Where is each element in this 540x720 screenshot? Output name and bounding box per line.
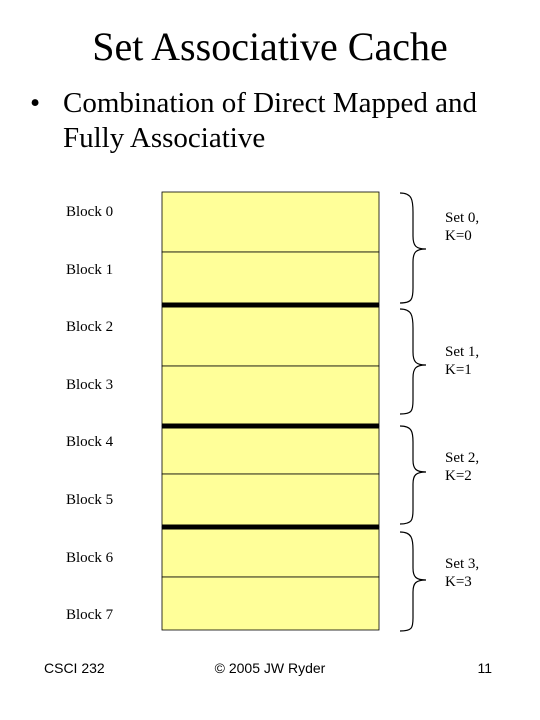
- set-label-0: Set 0, K=0: [445, 209, 535, 245]
- cache-block-4: [161, 425, 380, 475]
- cache-block-2: [161, 304, 380, 367]
- bullet-text: Combination of Direct Mapped and Fully A…: [63, 87, 477, 154]
- cache-block-1: [161, 251, 380, 306]
- set-label-1: Set 1, K=1: [445, 343, 535, 379]
- set-label-3-name: Set 3,: [445, 556, 480, 572]
- set-label-2-name: Set 2,: [445, 450, 480, 466]
- set-2-brace: [399, 425, 427, 525]
- bullet-symbol: •: [30, 87, 41, 119]
- cache-block-7: [161, 576, 380, 631]
- cache-block-5: [161, 473, 380, 528]
- block-label-0: Block 0: [66, 204, 114, 220]
- cache-block-0: [161, 191, 380, 253]
- set-label-1-k: K=1: [445, 362, 472, 378]
- block-label-3: Block 3: [66, 377, 114, 393]
- block-label-4: Block 4: [66, 434, 114, 450]
- block-label-2: Block 2: [66, 319, 114, 335]
- set-label-3-k: K=3: [445, 574, 472, 590]
- block-label-5: Block 5: [66, 492, 114, 508]
- set-label-0-k: K=0: [445, 228, 472, 244]
- set-3-brace: [399, 531, 427, 632]
- footer-course: CSCI 232: [44, 660, 105, 676]
- set-0-brace: [399, 192, 427, 304]
- cache-block-6: [161, 526, 380, 578]
- set-label-3: Set 3, K=3: [445, 555, 535, 591]
- block-label-6: Block 6: [66, 550, 114, 566]
- footer-copyright: © 2005 JW Ryder: [214, 660, 326, 676]
- block-label-1: Block 1: [66, 262, 114, 278]
- slide-title: Set Associative Cache: [92, 24, 448, 69]
- set-label-1-name: Set 1,: [445, 344, 480, 360]
- cache-block-3: [161, 365, 380, 427]
- footer-page-number: 11: [477, 660, 492, 676]
- set-label-2: Set 2, K=2: [445, 449, 535, 485]
- set-label-2-k: K=2: [445, 468, 472, 484]
- set-label-0-name: Set 0,: [445, 210, 480, 226]
- set-1-brace: [399, 308, 427, 415]
- block-label-7: Block 7: [66, 607, 114, 623]
